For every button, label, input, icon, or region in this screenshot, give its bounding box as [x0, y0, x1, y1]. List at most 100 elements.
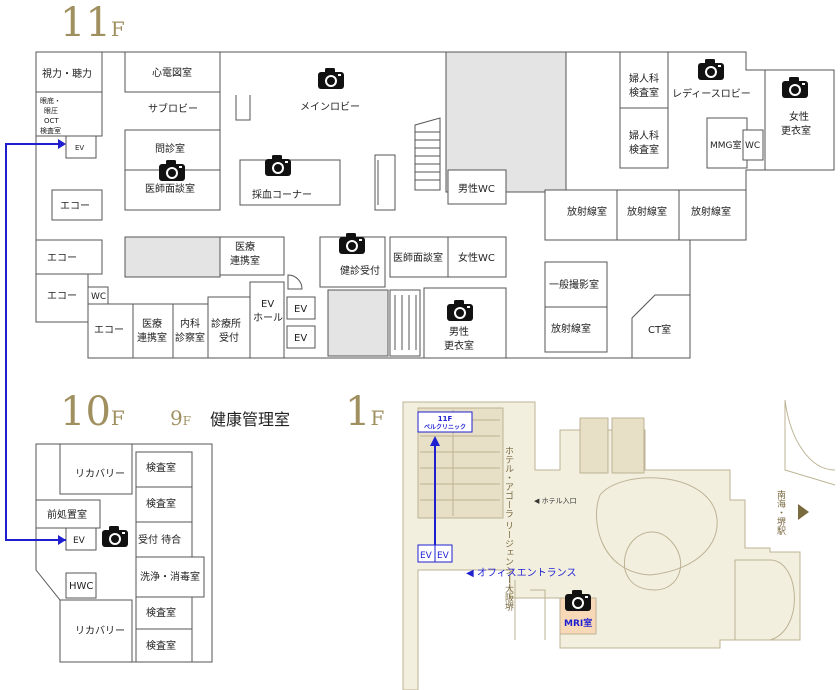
- floor-9-label: 9F: [170, 406, 191, 430]
- room-recovery-1: [59, 443, 133, 495]
- label-wc: WC: [91, 292, 106, 302]
- room-women-wc: [447, 236, 507, 278]
- room-mmg: [706, 117, 748, 169]
- room-internal: [172, 303, 209, 359]
- label-gyn-2a: 婦人科: [629, 129, 659, 142]
- floor-11-label: 11F: [60, 0, 125, 46]
- label-interview: 問診室: [155, 142, 185, 155]
- room-medlink-2: [132, 303, 174, 359]
- room-medlink-1: [219, 236, 285, 276]
- room-clinic-reception: [207, 296, 251, 359]
- label-ev-1: EV: [294, 304, 307, 315]
- room-general-xray: [544, 261, 608, 308]
- label-xray-2: 放射線室: [627, 205, 667, 218]
- room-pretreat: [35, 499, 101, 529]
- room-gyn-2: [619, 107, 669, 169]
- label-clinic-name: ベルクリニック: [424, 423, 466, 431]
- label-exam-1: 検査室: [146, 461, 176, 474]
- floor-11f: 11F: [35, 0, 835, 359]
- label-wc-2: WC: [745, 141, 760, 151]
- label-hwc: HWC: [69, 581, 93, 592]
- label-xray-1: 放射線室: [567, 205, 607, 218]
- floor-10-label: 10F: [60, 389, 125, 435]
- label-recovery-2: リカバリー: [75, 625, 125, 637]
- label-recovery-1: リカバリー: [75, 468, 125, 480]
- room-men-wc: [447, 169, 507, 205]
- camera-icon: [339, 233, 365, 254]
- label-echo-3: エコー: [47, 291, 77, 302]
- label-fundus-2: 眼圧: [44, 107, 58, 115]
- label-ev-1f-1: EV: [420, 551, 433, 561]
- label-gyn-1a: 婦人科: [629, 72, 659, 85]
- label-office-entrance: ◀ オフィスエントランス: [466, 567, 576, 579]
- camera-icon: [698, 59, 724, 80]
- room-ct: [631, 294, 691, 359]
- label-ev-10f: EV: [73, 536, 86, 546]
- label-clinic-b: 受付: [219, 331, 239, 344]
- label-exam-2: 検査室: [146, 497, 176, 510]
- route-10f-to-11f: [5, 139, 66, 545]
- label-pretreat: 前処置室: [47, 508, 87, 521]
- label-echo-1: エコー: [60, 201, 90, 212]
- label-exam-3: 検査室: [146, 606, 176, 619]
- label-medlink-1a: 医療: [235, 240, 255, 253]
- label-mri: MRI室: [564, 617, 592, 629]
- label-mmg: MMG室: [710, 139, 742, 151]
- label-vision: 視力・聴力: [42, 67, 92, 80]
- label-gyn-2b: 検査室: [629, 143, 659, 156]
- label-medlink-1b: 連携室: [230, 254, 260, 267]
- label-women-locker-a: 女性: [789, 110, 809, 123]
- label-ev-hall-b: ホール: [253, 312, 283, 324]
- label-clinic-floor: 11F: [438, 415, 453, 423]
- label-reception: 受付 待合: [138, 533, 181, 546]
- room-wash: [135, 556, 205, 598]
- room-exam-2: [135, 486, 193, 523]
- label-gyn-1b: 検査室: [629, 86, 659, 99]
- room-reception: [135, 521, 193, 558]
- room-men-locker: [423, 287, 507, 359]
- label-men-wc: 男性WC: [458, 182, 495, 195]
- arrow-right-icon: [798, 504, 809, 520]
- ev-2: [286, 325, 316, 349]
- camera-icon: [265, 155, 291, 176]
- camera-icon: [318, 68, 344, 89]
- label-men-locker-b: 更衣室: [444, 339, 474, 352]
- floor-1f: 1F EV EV 11F ベルクリニック ホテル・アゴーラ リージェンシー大阪堺…: [345, 389, 836, 690]
- label-doctor-room-1: 医師面談室: [145, 182, 195, 195]
- label-xray-4: 放射線室: [551, 322, 591, 335]
- ev-11f-left: [65, 135, 97, 159]
- label-echo-2: エコー: [47, 253, 77, 264]
- label-checkup-reception: 健診受付: [340, 264, 380, 277]
- label-medlink-2a: 医療: [142, 317, 162, 330]
- route-arrow-up: [430, 436, 440, 446]
- ev-hall: [249, 281, 285, 359]
- label-general-xray: 一般撮影室: [549, 278, 599, 291]
- label-ev-main: EV: [75, 144, 84, 152]
- label-ev-1f-2: EV: [437, 551, 450, 561]
- label-men-locker-a: 男性: [449, 325, 469, 338]
- room-xray-4: [544, 306, 608, 353]
- room-doctor-2: [389, 236, 449, 278]
- room-echo-3: [35, 273, 89, 323]
- label-medlink-2b: 連携室: [137, 331, 167, 344]
- label-internal-b: 診察室: [175, 331, 205, 344]
- floor-1-label: 1F: [345, 389, 384, 435]
- label-internal-a: 内科: [180, 317, 200, 330]
- room-ecg: [124, 51, 221, 93]
- room-echo-4: [87, 303, 134, 359]
- room-fundus: [35, 91, 103, 137]
- label-ct: CT室: [648, 323, 671, 336]
- room-recovery-2: [59, 599, 133, 663]
- label-fundus-4: 検査室: [40, 126, 61, 135]
- label-ev-2: EV: [294, 333, 307, 344]
- clinic-label-box: [417, 411, 473, 433]
- room-exam-1: [135, 451, 193, 488]
- label-sub-lobby: サブロビー: [148, 102, 198, 115]
- ev-1f-2: [434, 544, 453, 563]
- label-women-locker-b: 更衣室: [781, 124, 811, 137]
- label-clinic-a: 診療所: [211, 317, 241, 330]
- label-fundus-1: 眼底・: [40, 96, 61, 105]
- label-hotel-entrance: ◀ ホテル入口: [534, 497, 577, 505]
- floor-9-title: 健康管理室: [210, 410, 290, 429]
